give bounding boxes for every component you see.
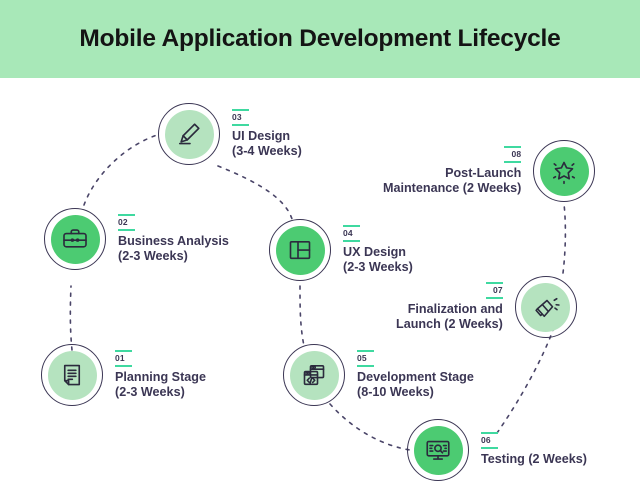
connector-05-06	[329, 403, 411, 451]
step-06-title: Testing (2 Weeks)	[481, 452, 587, 467]
step-04-label: 04 UX Design (2-3 Weeks)	[331, 224, 413, 276]
rule-top	[357, 349, 374, 352]
connector-03-04	[217, 165, 293, 220]
connector-02-03	[83, 133, 161, 206]
monitor-search-icon	[426, 440, 450, 460]
step-02-label: 02 Business Analysis (2-3 Weeks)	[106, 213, 229, 265]
step-02-circle	[44, 208, 106, 270]
rule-bottom	[485, 296, 503, 299]
connector-01-02	[69, 285, 73, 351]
step-04-number-wrap: 04	[343, 224, 360, 242]
step-07-number: 07	[493, 284, 503, 295]
step-01-label: 01 Planning Stage (2-3 Weeks)	[103, 349, 206, 401]
step-03-number-wrap: 03	[232, 108, 249, 126]
rule-top	[115, 349, 132, 352]
step-node-03[interactable]: 03 UI Design (3-4 Weeks)	[158, 103, 302, 165]
step-01-title: Planning Stage (2-3 Weeks)	[115, 369, 206, 400]
step-05-number: 05	[357, 352, 367, 363]
step-06-number-wrap: 06	[481, 432, 498, 450]
step-07-title: Finalization and Launch (2 Weeks)	[396, 301, 503, 332]
rule-top	[118, 213, 135, 216]
step-03-circle	[158, 103, 220, 165]
step-04-fill	[275, 225, 325, 275]
step-02-fill	[50, 214, 100, 264]
step-02-number: 02	[118, 216, 128, 227]
step-01-circle	[41, 344, 103, 406]
briefcase-icon	[63, 229, 87, 248]
step-07-circle	[514, 276, 577, 338]
step-06-fill	[413, 425, 463, 475]
step-05-fill	[289, 350, 339, 400]
step-02-number-wrap: 02	[118, 213, 135, 231]
step-06-number: 06	[481, 435, 491, 446]
step-node-02[interactable]: 02 Business Analysis (2-3 Weeks)	[44, 208, 229, 270]
star-icon	[553, 161, 576, 185]
step-01-number: 01	[115, 352, 125, 363]
step-04-title: UX Design (2-3 Weeks)	[343, 244, 413, 275]
step-node-01[interactable]: 01 Planning Stage (2-3 Weeks)	[41, 344, 206, 406]
step-08-label: 08 Post-Launch Maintenance (2 Weeks)	[383, 145, 533, 197]
step-03-title: UI Design (3-4 Weeks)	[232, 128, 302, 159]
step-06-label: 06 Testing (2 Weeks)	[469, 432, 587, 468]
wireframe-icon	[289, 240, 311, 260]
step-08-fill	[539, 146, 589, 196]
step-node-08[interactable]: 08 Post-Launch Maintenance (2 Weeks)	[383, 140, 596, 202]
rule-bottom	[343, 239, 360, 242]
step-05-title: Development Stage (8-10 Weeks)	[357, 369, 474, 400]
rule-bottom	[357, 364, 374, 367]
step-02-title: Business Analysis (2-3 Weeks)	[118, 233, 229, 264]
step-03-label: 03 UI Design (3-4 Weeks)	[220, 108, 302, 160]
megaphone-icon	[535, 297, 560, 318]
step-01-number-wrap: 01	[115, 349, 132, 367]
step-08-title: Post-Launch Maintenance (2 Weeks)	[383, 165, 522, 196]
step-01-fill	[47, 350, 97, 400]
step-05-circle	[283, 344, 345, 406]
step-05-label: 05 Development Stage (8-10 Weeks)	[345, 349, 474, 401]
step-node-05[interactable]: 05 Development Stage (8-10 Weeks)	[283, 344, 474, 406]
step-node-07[interactable]: 07 Finalization and Launch (2 Weeks)	[396, 276, 577, 338]
rule-bottom	[232, 123, 249, 126]
connector-04-05	[299, 285, 305, 347]
rule-top	[504, 145, 522, 148]
code-window-icon	[303, 364, 325, 386]
rule-top	[343, 224, 360, 227]
rule-top	[485, 281, 503, 284]
step-07-number-wrap: 07	[485, 281, 503, 299]
step-08-number-wrap: 08	[504, 145, 522, 163]
page-title: Mobile Application Development Lifecycle	[79, 25, 561, 52]
rule-bottom	[504, 160, 522, 163]
step-node-06[interactable]: 06 Testing (2 Weeks)	[407, 419, 587, 481]
step-05-number-wrap: 05	[357, 349, 374, 367]
step-03-number: 03	[232, 111, 242, 122]
step-04-circle	[269, 219, 331, 281]
rule-bottom	[115, 364, 132, 367]
connector-07-08	[562, 203, 567, 274]
step-07-label: 07 Finalization and Launch (2 Weeks)	[396, 281, 515, 333]
pencil-icon	[178, 123, 200, 145]
step-07-fill	[521, 282, 571, 332]
step-08-number: 08	[511, 148, 522, 159]
step-04-number: 04	[343, 227, 353, 238]
rule-bottom	[481, 447, 498, 450]
connector-06-07	[496, 329, 554, 434]
rule-top	[481, 432, 498, 435]
document-icon	[63, 364, 81, 386]
rule-bottom	[118, 228, 135, 231]
step-03-fill	[164, 109, 214, 159]
rule-top	[232, 108, 249, 111]
step-06-circle	[407, 419, 469, 481]
header-band	[0, 0, 640, 78]
step-node-04[interactable]: 04 UX Design (2-3 Weeks)	[269, 219, 413, 281]
step-08-circle	[533, 140, 596, 202]
